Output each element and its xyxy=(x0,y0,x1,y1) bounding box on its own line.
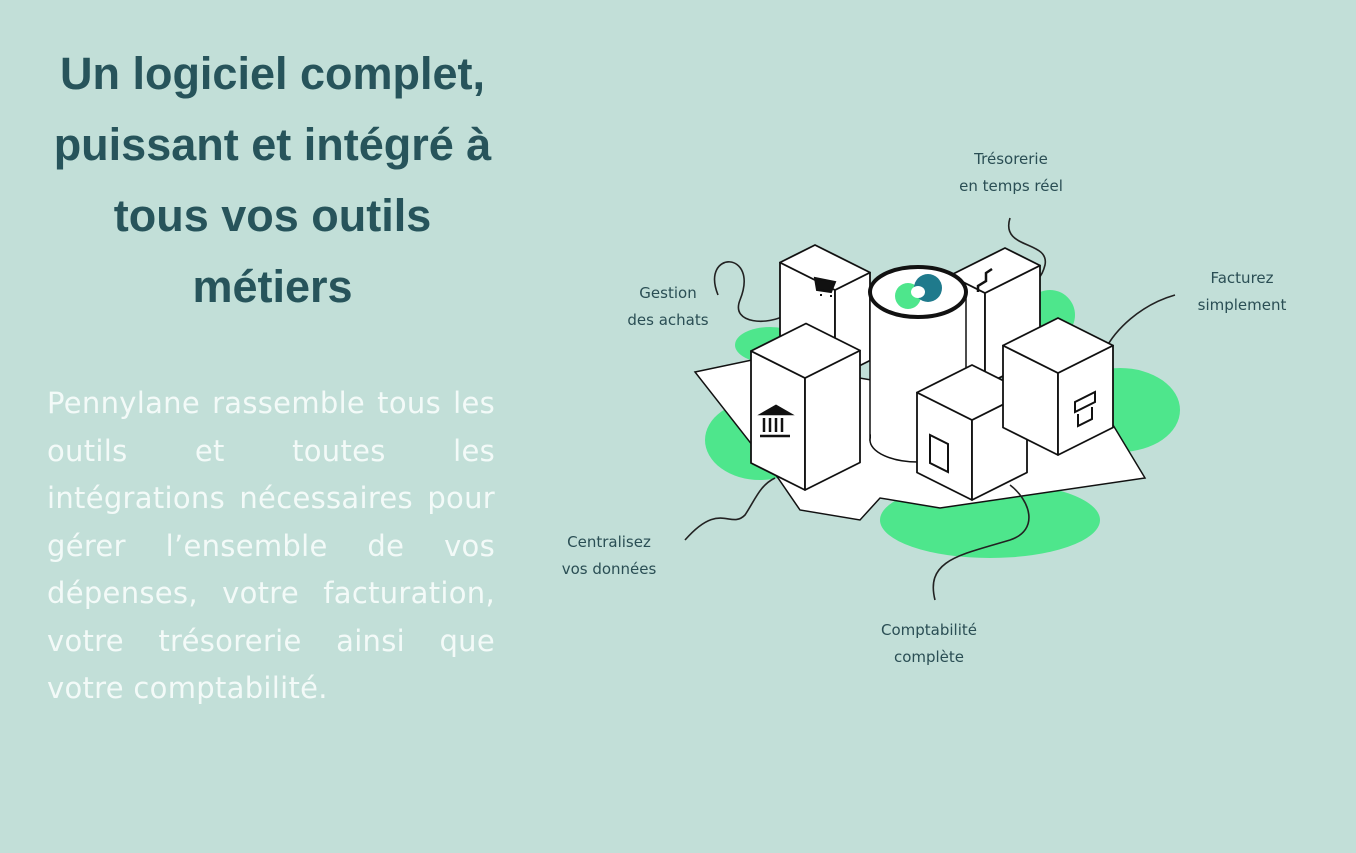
bank-box xyxy=(750,322,861,491)
label-line: des achats xyxy=(627,311,709,329)
label-tresorerie: Trésorerie en temps réel xyxy=(911,146,1111,200)
label-comptabilite: Comptabilité complète xyxy=(829,617,1029,671)
calculator-icon xyxy=(929,433,949,474)
label-line: simplement xyxy=(1197,296,1287,314)
accounting-box xyxy=(916,364,1028,501)
shop-icon xyxy=(1074,390,1096,428)
label-line: Centralisez xyxy=(567,533,651,551)
bank-icon xyxy=(757,404,795,438)
label-line: complète xyxy=(893,648,965,666)
label-achats: Gestion des achats xyxy=(568,280,768,334)
label-donnees: Centralisez vos données xyxy=(509,529,709,583)
label-line: Gestion xyxy=(639,284,697,302)
label-line: vos données xyxy=(561,560,657,578)
label-line: Comptabilité xyxy=(881,621,977,639)
invoice-box xyxy=(1002,317,1114,456)
page-title: Un logiciel complet, puissant et intégré… xyxy=(53,48,492,312)
label-line: Facturez xyxy=(1210,269,1274,287)
label-facturation: Facturez simplement xyxy=(1142,265,1342,319)
description-paragraph: Pennylane rassemble tous les outils et t… xyxy=(47,386,495,705)
trend-icon xyxy=(976,267,993,292)
cart-icon xyxy=(813,276,837,297)
box-icons xyxy=(757,267,1096,474)
label-line: en temps réel xyxy=(959,177,1063,195)
label-line: Trésorerie xyxy=(974,150,1048,168)
